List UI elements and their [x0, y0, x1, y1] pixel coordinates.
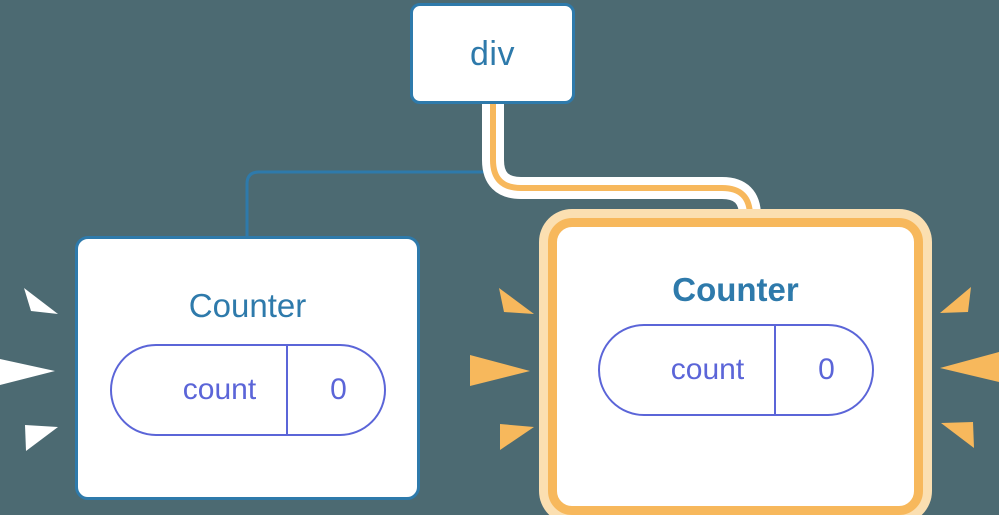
ray-orange-mid-middle: [470, 355, 530, 386]
prop-pill-count-right: count 0: [597, 324, 874, 416]
prop-pill-count-left: count 0: [109, 344, 386, 436]
node-div-label: div: [470, 34, 515, 73]
render-flash-rays-left: [0, 288, 58, 451]
ray-orange-right-lower: [941, 422, 974, 448]
node-counter-left-label: Counter: [188, 287, 307, 324]
node-counter-right[interactable]: Counter count 0: [548, 218, 923, 515]
prop-key-label: count: [112, 346, 288, 434]
render-flash-rays-right: [940, 287, 999, 448]
node-counter-right-label: Counter: [672, 271, 799, 308]
ray-orange-right-upper: [940, 287, 971, 313]
node-div[interactable]: div: [410, 3, 575, 104]
prop-key-label: count: [600, 326, 776, 414]
render-flash-rays-middle: [470, 288, 534, 450]
node-counter-left[interactable]: Counter count 0: [75, 236, 420, 500]
edge-div-to-counter-right-halo: [482, 104, 761, 232]
edge-div-to-counter-right: [490, 104, 753, 232]
prop-value-label: 0: [330, 373, 347, 406]
ray-white-upper: [24, 288, 58, 314]
ray-white-lower: [25, 425, 58, 451]
ray-orange-right-middle: [940, 352, 999, 382]
prop-value-label: 0: [818, 353, 835, 386]
ray-orange-mid-lower: [500, 424, 534, 450]
ray-orange-mid-upper: [499, 288, 534, 314]
edge-div-to-counter-left: [245, 102, 495, 238]
ray-white-middle: [0, 359, 55, 385]
